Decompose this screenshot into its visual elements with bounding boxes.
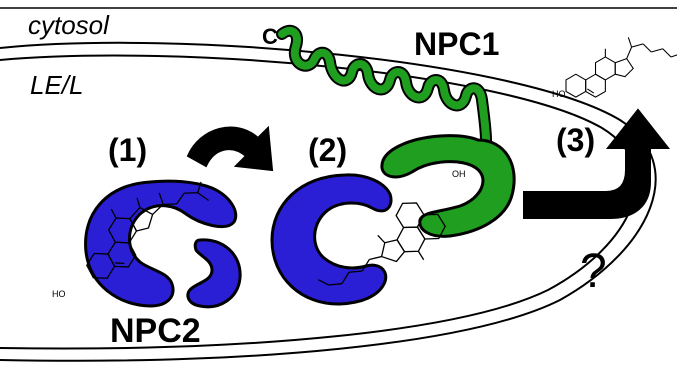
export-arrow (523, 108, 671, 219)
step3-label: (3) (556, 122, 596, 158)
cholesterol-molecule-right (565, 37, 677, 98)
cholesterol-molecule-middle (317, 202, 446, 286)
step2-label: (2) (308, 132, 348, 168)
hydroxyl-middle: OH (452, 169, 466, 179)
npc2-lobe-left (186, 238, 242, 309)
lumen-label: LE/L (30, 70, 84, 100)
hydroxyl-right: HO (552, 89, 566, 99)
npc1-label: NPC1 (414, 26, 500, 62)
npc1-luminal-domain (380, 134, 516, 238)
question-mark: ? (580, 245, 607, 298)
cholesterol-molecule-left (86, 181, 210, 279)
hydroxyl-left: HO (52, 289, 66, 299)
npc1-transmembrane-helix (276, 24, 492, 146)
step1-label: (1) (108, 132, 148, 168)
npc2-protein-left (84, 179, 238, 308)
npc2-label: NPC2 (110, 312, 201, 350)
cytosol-label: cytosol (28, 10, 109, 40)
npc2-protein-middle (270, 173, 393, 306)
c-terminus-label: C (262, 24, 278, 49)
transfer-arrow (186, 125, 274, 172)
